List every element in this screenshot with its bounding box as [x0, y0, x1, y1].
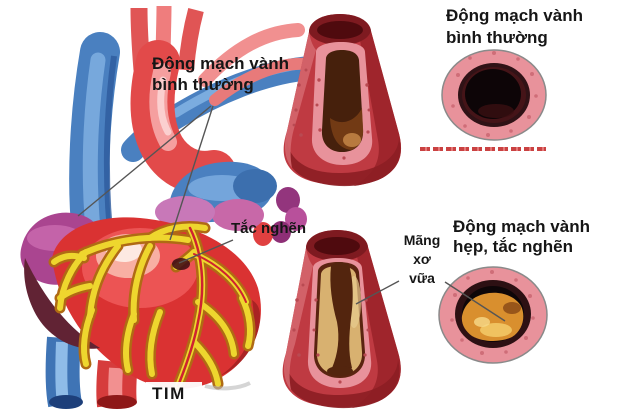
pointer-plaque-left: [355, 280, 400, 305]
label-line: Động mạch vành: [446, 6, 583, 25]
pointer-lines: [77, 105, 506, 322]
watermark-text-strip: [420, 147, 546, 151]
heart-shadow: [204, 381, 251, 391]
label-line: bình thường: [446, 28, 548, 47]
label-line: Động mạch vành: [453, 217, 590, 236]
descending-aorta: [96, 360, 138, 409]
atrial-appendage: [155, 187, 307, 246]
label-heart-tim: TIM: [152, 384, 186, 403]
blockage-spot: [172, 258, 190, 270]
label-blocked-cross-section: Động mạch vành hẹp, tắc nghẽn: [453, 217, 590, 257]
label-line: vữa: [409, 270, 435, 286]
blocked-cross-section: [438, 266, 548, 364]
pointer-normal-artery-left: [77, 105, 212, 217]
normal-artery-cutaway: [283, 14, 402, 187]
pointer-plaque-right: [444, 281, 506, 322]
normal-cross-section: [441, 49, 547, 141]
artery-wall-speckles: [292, 68, 371, 160]
label-normal-coronary-heart: Động mạch vành bình thường: [152, 53, 289, 95]
coronary-arteries: [48, 220, 256, 392]
tim-label-background: [146, 382, 202, 402]
label-line: bình thường: [152, 75, 254, 94]
label-blockage: Tắc nghẽn: [231, 220, 307, 237]
heart-illustration: [20, 5, 322, 409]
inferior-vena-cava: [45, 336, 83, 409]
blocked-artery-cutaway: [282, 230, 401, 409]
pointer-normal-artery-right: [169, 105, 214, 241]
artery-wall-speckles: [292, 283, 370, 384]
label-line: Động mạch vành: [152, 54, 289, 73]
label-line: xơ: [413, 251, 431, 267]
label-line: Mãng: [403, 232, 441, 248]
label-line: hẹp, tắc nghẽn: [453, 237, 573, 256]
pointer-blockage: [178, 239, 234, 264]
label-plaque: Mãng xơ vữa: [398, 231, 446, 288]
label-normal-cross-section: Động mạch vành bình thường: [446, 5, 583, 49]
narrowed-channel: [330, 262, 353, 372]
